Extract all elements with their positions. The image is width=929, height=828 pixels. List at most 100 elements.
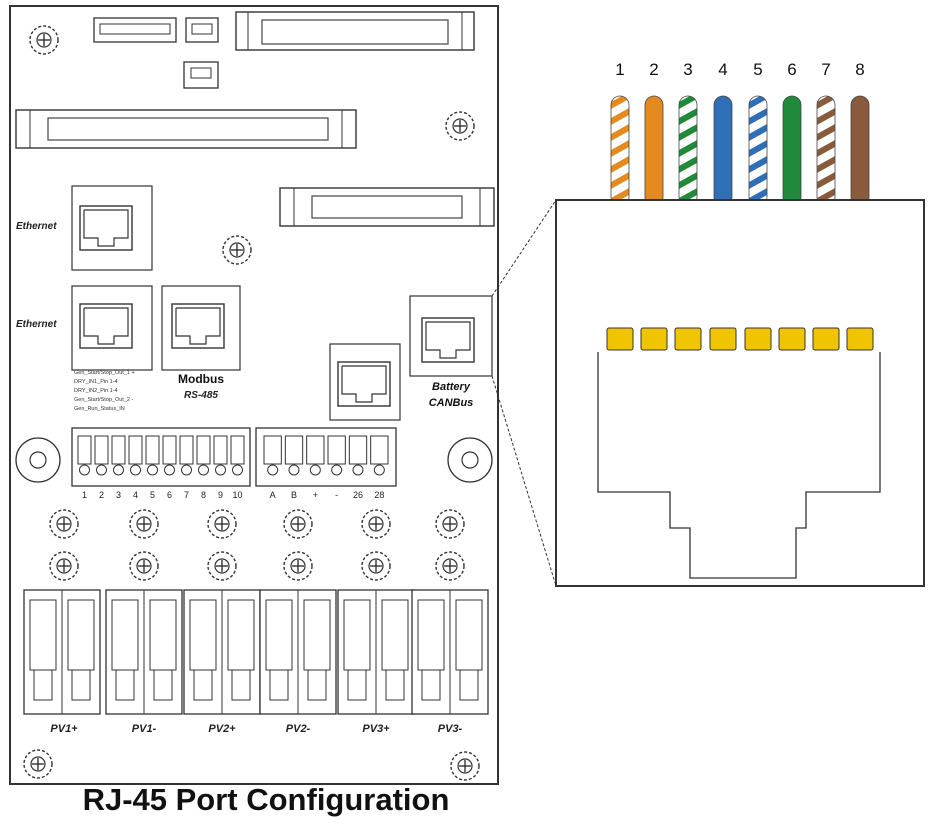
left-terminal-9 — [213, 435, 228, 465]
ribbon-header-long — [15, 109, 357, 149]
contact-pin-4 — [709, 327, 737, 351]
ethernet-label-bottom: Ethernet — [16, 319, 57, 330]
pin-number-7: 7 — [821, 60, 830, 79]
header-connector-small-2 — [185, 17, 219, 43]
mounting-hole-right — [447, 437, 493, 483]
ribbon-header-top — [235, 11, 475, 51]
wire-7 — [816, 95, 836, 207]
pin-notes: Gen_Start/Stop_Out_1 + DRY_IN1_Pin 1-4 D… — [74, 370, 135, 412]
right-terminal-number: 26 — [353, 490, 363, 500]
ethernet-port-top — [71, 185, 153, 271]
left-terminal-number: 5 — [150, 490, 155, 500]
left-terminal-4 — [128, 435, 143, 465]
pin-number-3: 3 — [683, 60, 692, 79]
right-terminal-4 — [327, 435, 346, 465]
pin-note-1: Gen_Start/Stop_Out_1 + — [74, 370, 135, 376]
left-terminal-1 — [77, 435, 92, 465]
pv-label: PV3- — [438, 723, 463, 735]
right-terminal-number: A — [270, 490, 276, 500]
wire-2 — [644, 95, 664, 207]
ethernet-label-top: Ethernet — [16, 221, 57, 232]
left-terminal-number: 8 — [201, 490, 206, 500]
pv-connector-2 — [105, 589, 183, 715]
left-terminal-number: 3 — [116, 490, 121, 500]
left-terminal-number: 1 — [82, 490, 87, 500]
pv-label: PV1+ — [50, 723, 78, 735]
left-terminal-number: 9 — [218, 490, 223, 500]
wire-3 — [678, 95, 698, 207]
right-terminal-2 — [284, 435, 304, 465]
connector-body — [555, 199, 925, 587]
connector-cavity-outline — [597, 352, 881, 579]
callout-line-top — [491, 199, 557, 297]
right-terminal-number: - — [335, 490, 338, 500]
wire-6 — [782, 95, 802, 207]
unlabeled-port — [329, 343, 401, 421]
pv-connector-3 — [183, 589, 261, 715]
pin-number-4: 4 — [718, 60, 727, 79]
pin-number-5: 5 — [753, 60, 762, 79]
wire-8 — [850, 95, 870, 207]
pv-labels: PV1+ PV1- PV2+ PV2- PV3+ PV3- — [50, 723, 462, 735]
left-terminal-3 — [111, 435, 126, 465]
pv-label: PV2+ — [208, 723, 236, 735]
pv-label: PV1- — [132, 723, 157, 735]
left-terminal-number: 4 — [133, 490, 138, 500]
left-terminal-7 — [179, 435, 194, 465]
terminal-numbers-left: 1 2 3 4 5 6 7 8 9 10 — [82, 490, 243, 500]
ribbon-header-right — [279, 187, 495, 227]
battery-canbus-port — [409, 295, 493, 377]
terminal-block-left — [71, 427, 251, 487]
right-terminal-number: + — [313, 490, 318, 500]
left-terminal-number: 6 — [167, 490, 172, 500]
pv-connector-4 — [259, 589, 337, 715]
right-terminal-5 — [348, 435, 368, 465]
pin-number-1: 1 — [615, 60, 624, 79]
header-connector-small-3 — [183, 61, 219, 89]
left-terminal-number: 7 — [184, 490, 189, 500]
modbus-label-line2: RS-485 — [184, 390, 218, 401]
right-terminal-6 — [370, 435, 389, 465]
board: Ethernet Ethernet Modbus RS-485 Gen_Star… — [9, 5, 557, 785]
pin-note-5: Gen_Run_Status_IN — [74, 406, 125, 412]
modbus-port — [161, 285, 241, 371]
modbus-label-line1: Modbus — [178, 372, 224, 386]
pin-note-2: DRY_IN1_Pin 1-4 — [74, 379, 118, 385]
pin-number-labels: 1 2 3 4 5 6 7 8 — [615, 60, 864, 79]
pv-label: PV3+ — [362, 723, 390, 735]
caption-title: RJ-45 Port Configuration — [82, 782, 450, 817]
pv-connector-6 — [411, 589, 489, 715]
right-terminal-number: 28 — [374, 490, 384, 500]
wire-4 — [713, 95, 733, 207]
contact-pin-5 — [744, 327, 772, 351]
contacts — [606, 327, 874, 351]
battery-label-line1: Battery — [432, 381, 471, 393]
contact-pin-3 — [674, 327, 702, 351]
pin-number-8: 8 — [855, 60, 864, 79]
wires — [610, 95, 870, 207]
pv-connector-1 — [23, 589, 101, 715]
battery-label-line2: CANBus — [429, 397, 474, 409]
pv-label: PV2- — [286, 723, 311, 735]
terminal-numbers-right: A B + - 26 28 — [270, 490, 385, 500]
pin-number-6: 6 — [787, 60, 796, 79]
right-terminal-3 — [306, 435, 325, 465]
pin-note-4: Gen_Start/Stop_Out_2 - — [74, 397, 133, 403]
ethernet-port-bottom — [71, 285, 153, 371]
contact-pin-2 — [640, 327, 668, 351]
pin-number-2: 2 — [649, 60, 658, 79]
right-terminal-number: B — [291, 490, 297, 500]
mounting-hole-left — [15, 437, 61, 483]
pv-connector-5 — [337, 589, 415, 715]
contact-pin-1 — [606, 327, 634, 351]
left-terminal-number: 2 — [99, 490, 104, 500]
left-terminal-number: 10 — [232, 490, 242, 500]
callout-line-bottom — [491, 375, 557, 587]
header-connector-small-1 — [93, 17, 177, 43]
pv-connectors — [23, 589, 489, 715]
contact-pin-7 — [812, 327, 840, 351]
contact-pin-6 — [778, 327, 806, 351]
right-terminal-1 — [263, 435, 282, 465]
left-terminal-8 — [196, 435, 211, 465]
